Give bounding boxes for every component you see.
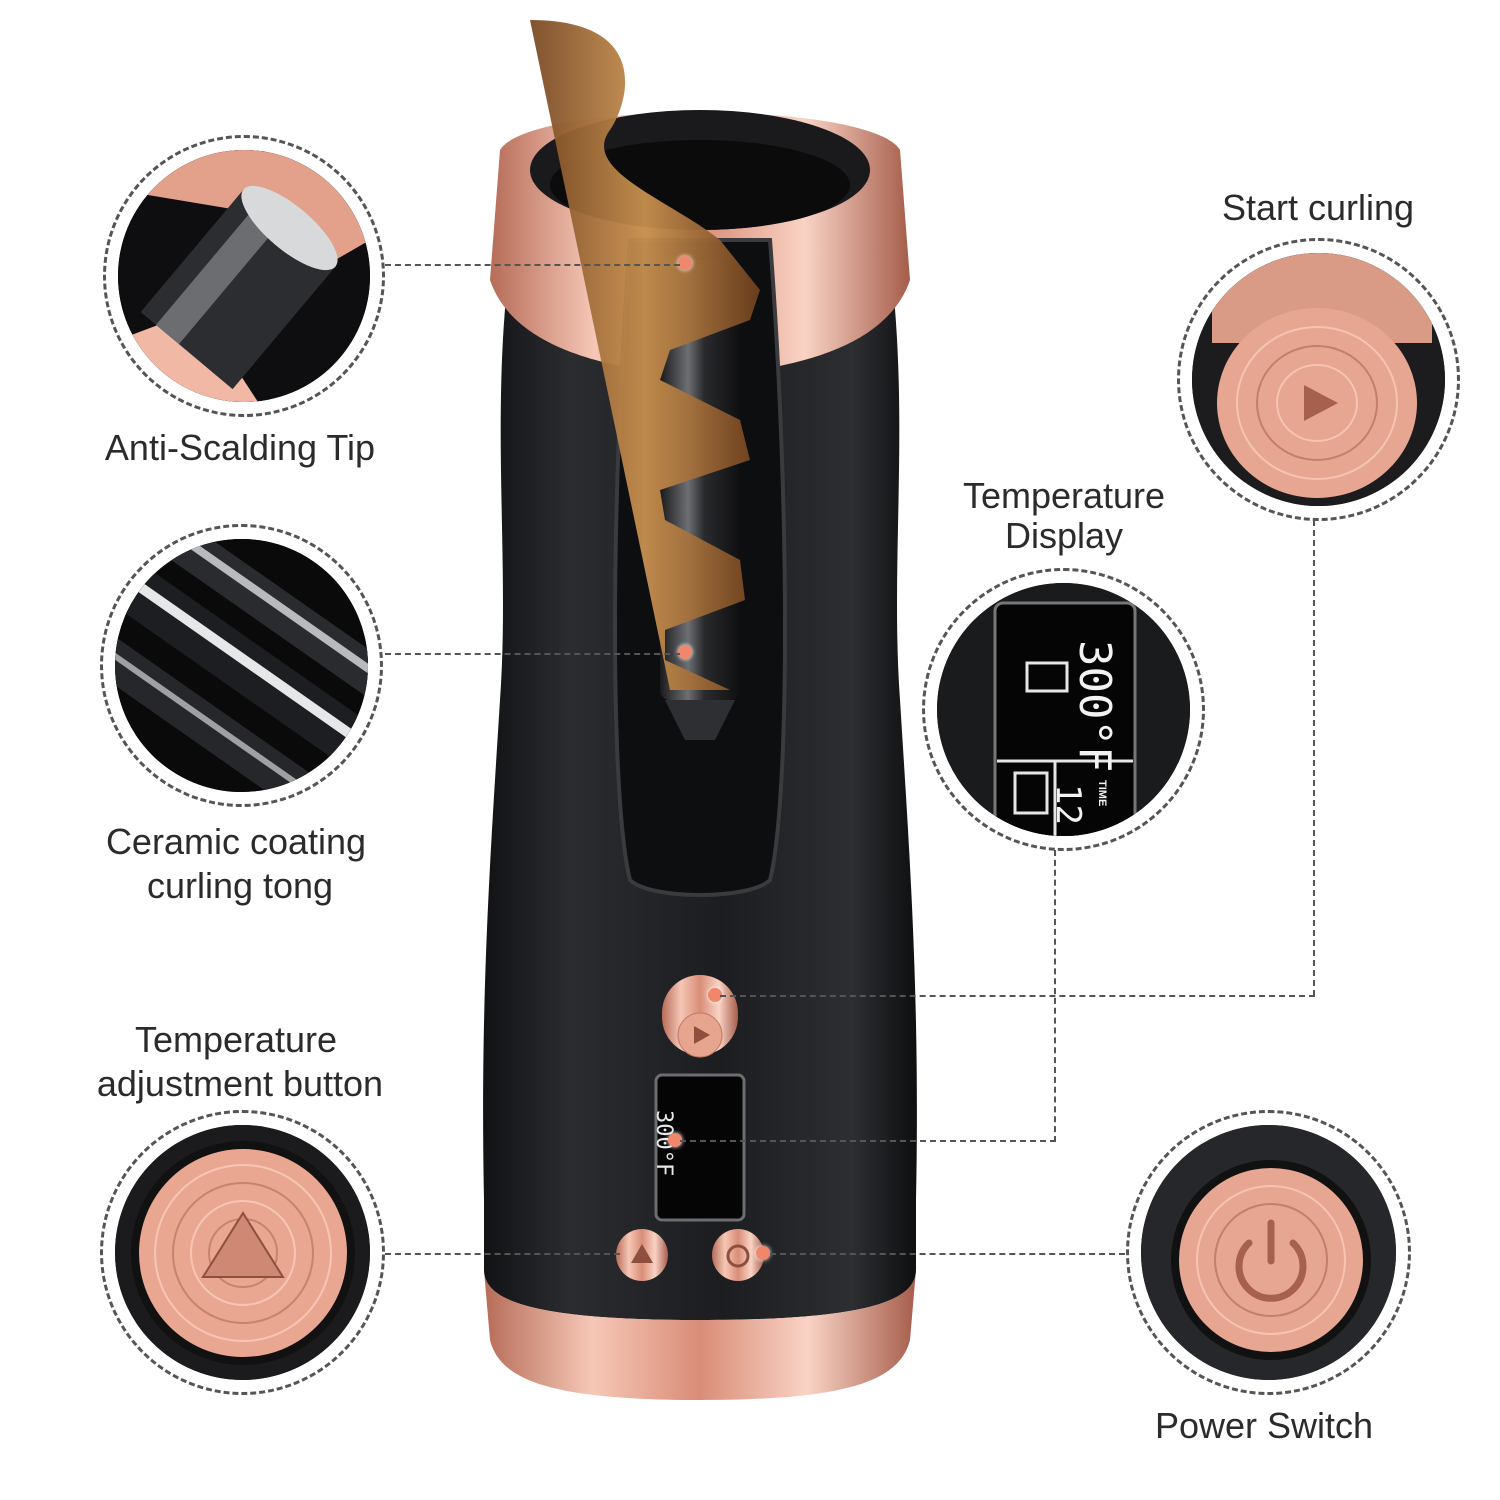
- play-triangle-icon: [1304, 385, 1338, 421]
- leader-line-start-h: [720, 995, 1315, 997]
- leader-line-barrel: [385, 653, 680, 655]
- leader-line-display-v: [1054, 850, 1056, 1142]
- marker-dot-start: [708, 988, 722, 1002]
- temp-adjust-label-line2: adjustment button: [96, 1063, 384, 1104]
- marker-dot-display: [668, 1133, 682, 1147]
- temp-adjust-label-line1: Temperature: [134, 1019, 338, 1060]
- triangle-up-icon: [201, 1211, 285, 1278]
- hair-strand: [530, 20, 760, 690]
- leader-line-start-v: [1313, 520, 1315, 996]
- marker-dot-tip: [678, 256, 692, 270]
- product-lcd-temp: 300°F: [651, 1110, 676, 1177]
- power-switch-label: Power Switch: [1154, 1405, 1374, 1446]
- lcd-screen: [654, 1073, 746, 1222]
- temp-display-label-line1: Temperature: [962, 475, 1166, 516]
- ceramic-label-line1: Ceramic coating: [105, 821, 367, 862]
- leader-line-adjust: [385, 1253, 620, 1255]
- lcd-closeup-time-label: TIME: [1096, 780, 1108, 807]
- battery-icon: [1013, 771, 1049, 815]
- anti-scalding-callout-circle: [103, 135, 385, 417]
- temp-display-label-line2: Display: [1004, 515, 1124, 556]
- start-curling-label: Start curling: [1221, 187, 1415, 228]
- lcd-closeup-time-value: 12: [1048, 784, 1088, 825]
- leader-line-tip: [385, 264, 680, 266]
- curler-illustration: [483, 20, 917, 1400]
- ceramic-callout-circle: [100, 524, 383, 807]
- power-button-shape: [712, 1229, 764, 1281]
- temp-adjust-callout-circle: [100, 1110, 385, 1395]
- power-icon: [1235, 1219, 1307, 1302]
- power-button-closeup: [1141, 1125, 1396, 1380]
- lcd-closeup-temperature: 300°F: [1069, 640, 1120, 773]
- bottom-ring: [484, 1270, 916, 1400]
- power-switch-callout-circle: [1126, 1110, 1411, 1395]
- ceramic-barrel-closeup: [115, 539, 368, 792]
- heat-icon: [1025, 661, 1069, 693]
- anti-scalding-tip-closeup: [118, 150, 370, 402]
- lcd-closeup: [937, 583, 1190, 836]
- anti-scalding-label: Anti-Scalding Tip: [104, 427, 376, 468]
- marker-dot-power: [756, 1246, 770, 1260]
- curler-product: [470, 0, 930, 1500]
- temp-adjust-button-closeup: [115, 1125, 370, 1380]
- temp-display-callout-circle: [922, 568, 1205, 851]
- start-curling-callout-circle: [1177, 238, 1460, 521]
- start-button-closeup: [1192, 253, 1445, 506]
- marker-dot-barrel: [678, 645, 692, 659]
- leader-line-power: [770, 1253, 1125, 1255]
- ceramic-label-line2: curling tong: [146, 865, 334, 906]
- leader-line-display-h: [680, 1140, 1056, 1142]
